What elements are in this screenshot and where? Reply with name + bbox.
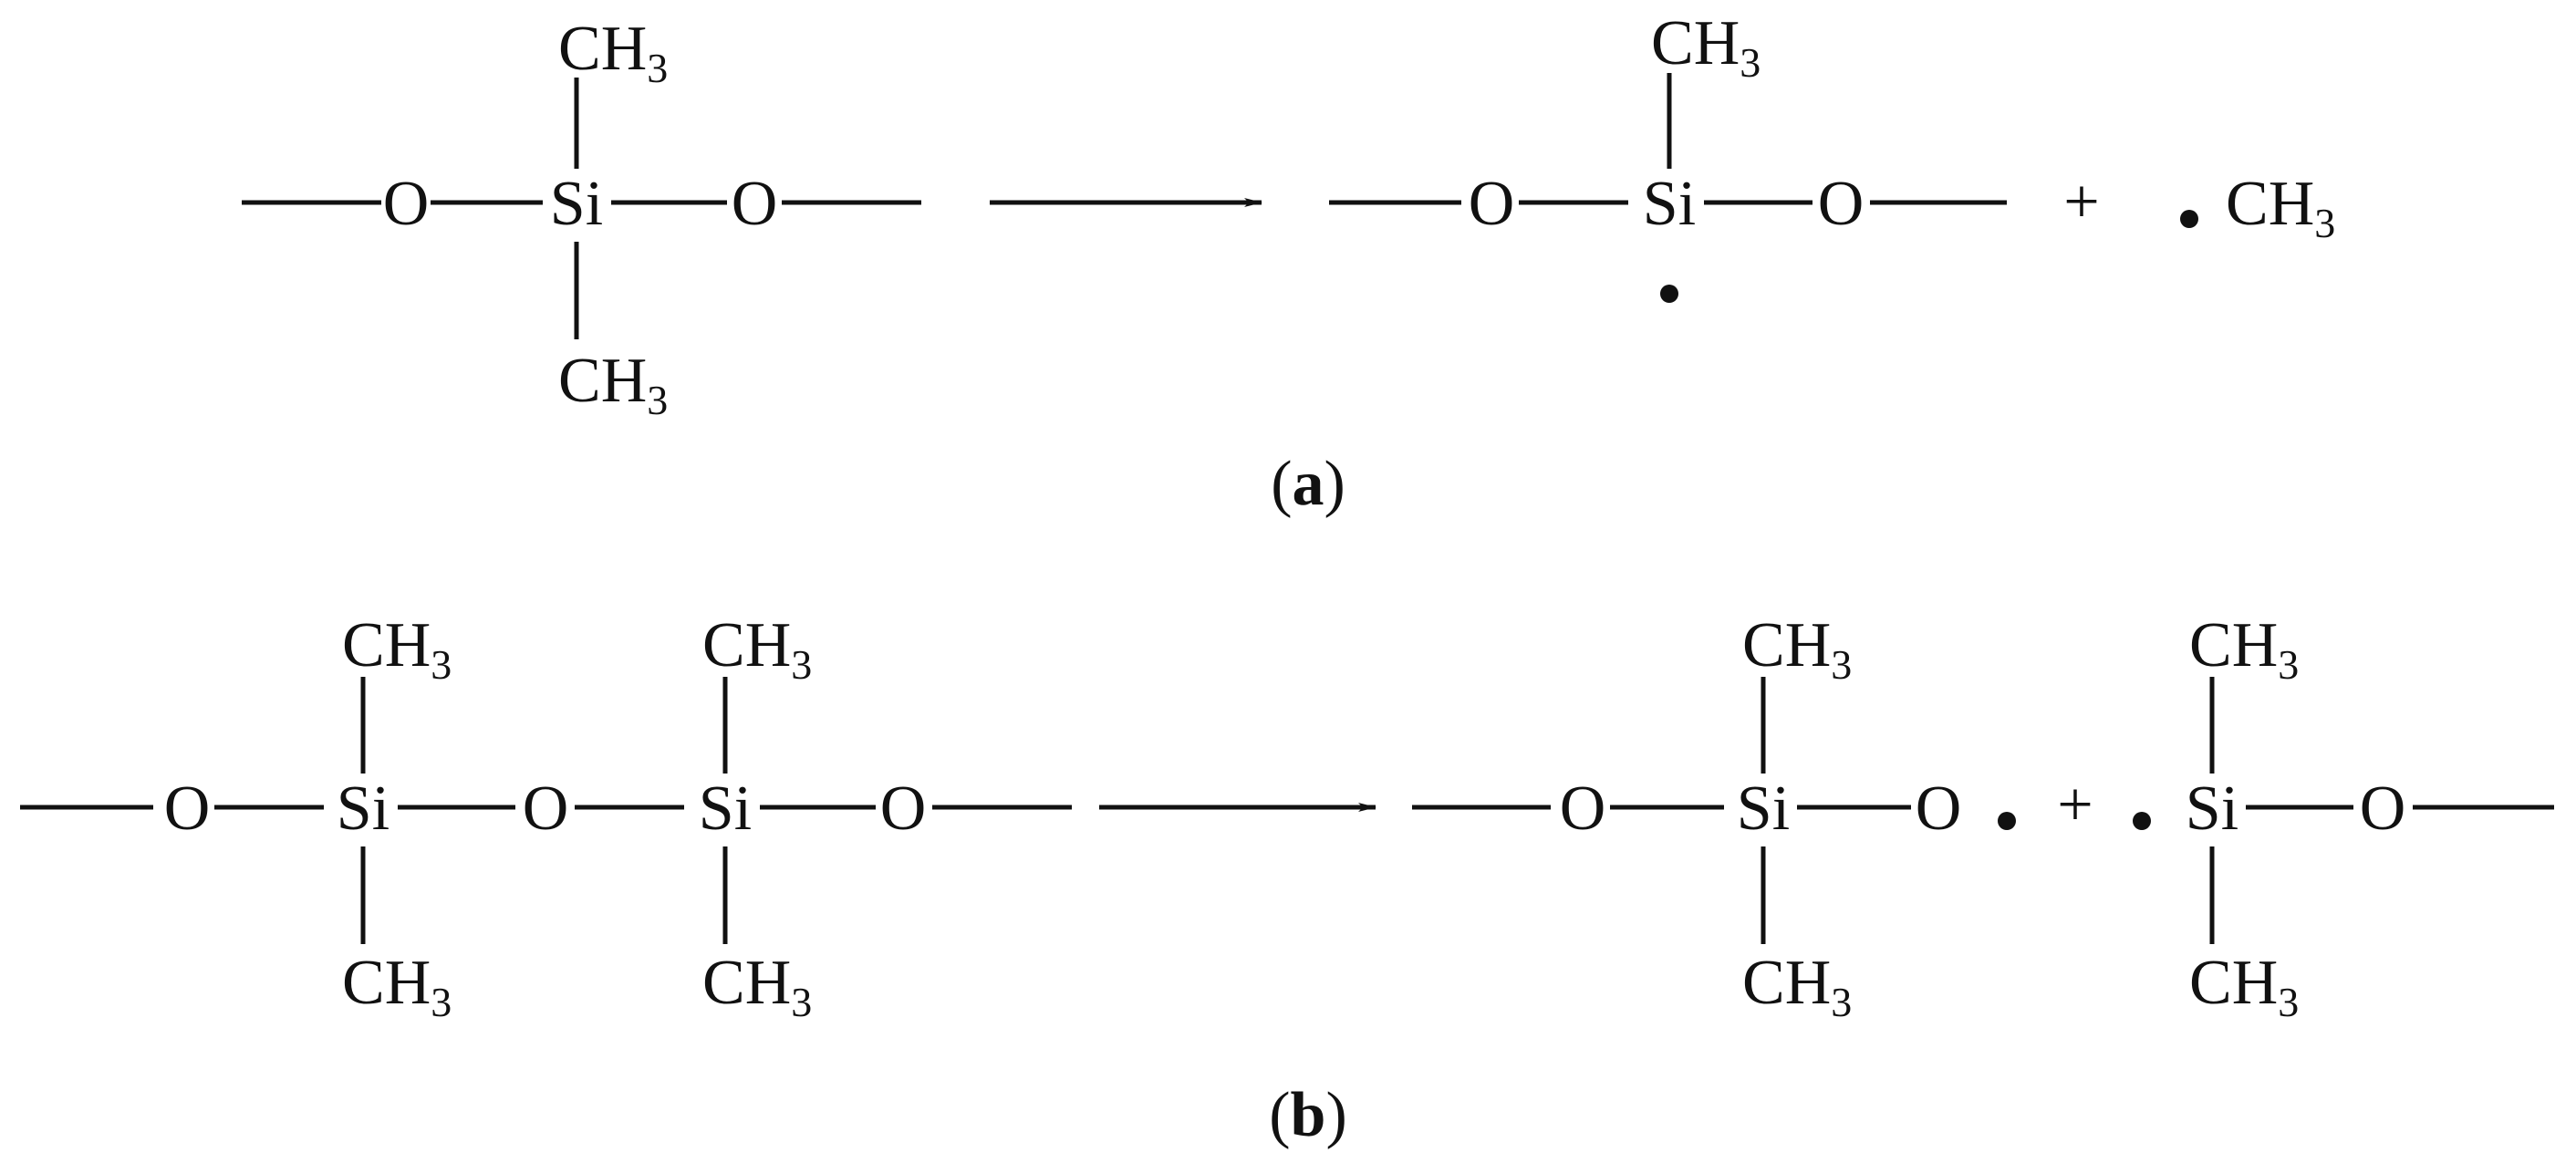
oxygen-atom: O — [732, 169, 778, 239]
silicon-atom: Si — [2186, 774, 2238, 844]
silicon-atom: Si — [550, 169, 603, 239]
silicon-atom: Si — [337, 774, 390, 844]
methyl-group: CH3 — [2189, 610, 2299, 688]
methyl-group: CH3 — [342, 948, 452, 1025]
caption-a: (a) — [1271, 449, 1345, 519]
oxygen-atom: O — [523, 774, 569, 844]
oxygen-atom: O — [880, 774, 927, 844]
methyl-radical: CH3 — [2180, 169, 2335, 246]
methyl-group: CH3 — [1742, 948, 1852, 1025]
oxygen-atom: O — [164, 774, 211, 844]
oxygen-atom: O — [1916, 774, 1962, 844]
reaction-b-reactant: O Si O Si O CH3 CH3 CH3 CH3 — [20, 610, 1072, 1025]
methyl-group: CH3 — [342, 610, 452, 688]
methyl-group: CH3 — [702, 610, 812, 688]
silicon-atom: Si — [1643, 169, 1696, 239]
plus-sign: + — [2057, 770, 2093, 840]
reaction-a: O Si O CH3 CH3 O Si O CH3 + — [242, 8, 2335, 519]
oxygen-atom: O — [383, 169, 430, 239]
reaction-b-product-fragment-1: O Si O CH3 CH3 — [1412, 610, 2016, 1025]
radical-dot — [1660, 285, 1678, 303]
methyl-group: CH3 — [702, 948, 812, 1025]
radical-dot — [1998, 812, 2016, 830]
plus-sign: + — [2063, 167, 2099, 237]
reaction-a-reactant: O Si O CH3 CH3 — [242, 14, 921, 423]
oxygen-atom: O — [2360, 774, 2406, 844]
reaction-b-product-fragment-2: Si O CH3 CH3 — [2133, 610, 2554, 1025]
methyl-group: CH3 — [558, 14, 668, 91]
methyl-group: CH3 — [558, 346, 668, 423]
radical-dot — [2180, 210, 2198, 228]
silicon-atom: Si — [1737, 774, 1790, 844]
reaction-b: O Si O Si O CH3 CH3 CH3 CH3 O Si — [20, 610, 2554, 1150]
caption-b: (b) — [1269, 1080, 1347, 1150]
methyl-group: CH3 — [2226, 169, 2335, 246]
oxygen-atom: O — [1560, 774, 1606, 844]
reaction-a-product: O Si O CH3 — [1329, 8, 2007, 303]
oxygen-atom: O — [1818, 169, 1864, 239]
silicon-atom: Si — [699, 774, 752, 844]
radical-dot — [2133, 812, 2151, 830]
methyl-group: CH3 — [1651, 8, 1761, 86]
oxygen-atom: O — [1469, 169, 1515, 239]
methyl-group: CH3 — [1742, 610, 1852, 688]
methyl-group: CH3 — [2189, 948, 2299, 1025]
